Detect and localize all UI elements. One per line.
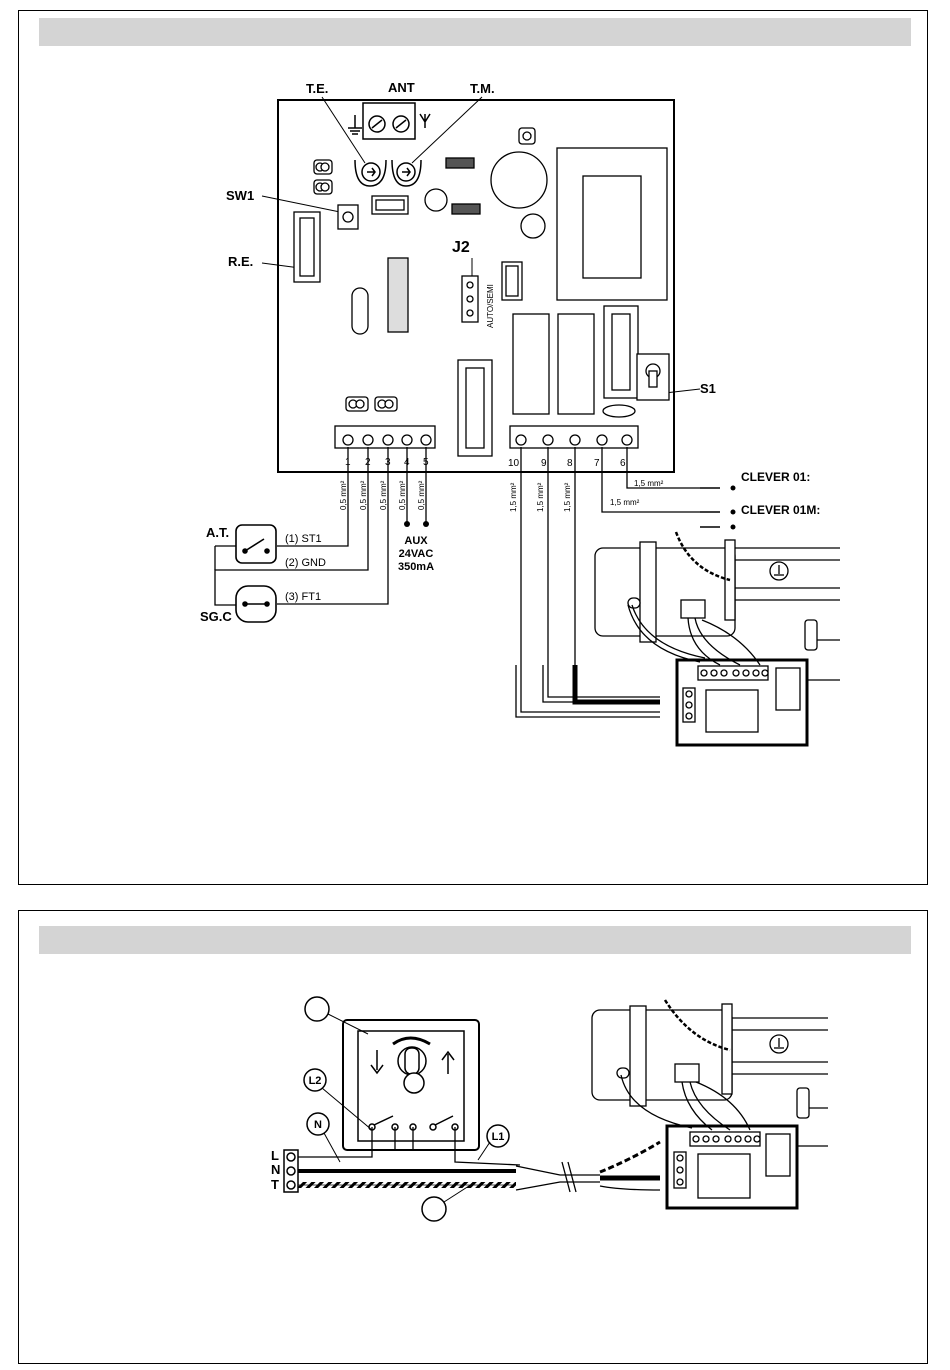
- terminal-10: 10: [508, 458, 520, 469]
- sgc-label: SG.C: [200, 609, 232, 624]
- sw1-label: SW1: [226, 188, 254, 203]
- terminal-block-right: [510, 426, 638, 448]
- clever-extra-dot: [731, 525, 736, 530]
- at-pushbutton: [236, 525, 276, 563]
- terminal-l-label: L: [271, 1148, 279, 1163]
- terminal-n-label: N: [271, 1162, 280, 1177]
- clever-dashes: [700, 488, 720, 527]
- terminal-8: 8: [567, 458, 573, 469]
- aux-line-1: AUX: [404, 535, 428, 547]
- at-label: A.T.: [206, 525, 229, 540]
- ant-label: ANT: [388, 80, 415, 95]
- j2-label: J2: [452, 239, 470, 256]
- callout-circle-bottom: [422, 1197, 446, 1221]
- terminal-7: 7: [594, 458, 600, 469]
- clever01-dot: [731, 486, 736, 491]
- terminal-6: 6: [620, 458, 626, 469]
- tm-label: T.M.: [470, 81, 495, 96]
- wire-section-9: 1,5 mm²: [536, 482, 545, 512]
- lnt-terminal: [284, 1150, 298, 1192]
- aux-terminal-dot-5: [423, 521, 429, 527]
- wire-7-section: 1,5 mm²: [610, 498, 640, 507]
- signal-ft1: (3) FT1: [285, 591, 321, 603]
- sgc-safety-edge: [236, 586, 276, 622]
- wire-section-10: 1,5 mm²: [509, 482, 518, 512]
- wire-section-1: 0,5 mm²: [339, 480, 348, 510]
- key-switch-box: [343, 1020, 479, 1150]
- clever01m-dot: [731, 510, 736, 515]
- j2-auto-semi-text: AUTO/SEMI: [486, 284, 495, 328]
- clever01-label: CLEVER 01:: [741, 470, 810, 484]
- te-label: T.E.: [306, 81, 328, 96]
- wire-6-section: 1,5 mm²: [634, 479, 664, 488]
- aux-terminal-dot-4: [404, 521, 410, 527]
- terminal-block-left: [335, 426, 435, 448]
- s1-label: S1: [700, 381, 716, 396]
- l2-label: L2: [309, 1075, 322, 1087]
- left-wire-sections: 0,5 mm² 0,5 mm² 0,5 mm² 0,5 mm² 0,5 mm²: [339, 480, 426, 510]
- aux-line-3: 350mA: [398, 561, 434, 573]
- wire-section-3: 0,5 mm²: [379, 480, 388, 510]
- wire-section-2: 0,5 mm²: [359, 480, 368, 510]
- re-label: R.E.: [228, 254, 253, 269]
- right-wire-sections: 1,5 mm² 1,5 mm² 1,5 mm²: [509, 482, 572, 512]
- clever01m-label: CLEVER 01M:: [741, 503, 820, 517]
- aux-label: AUX 24VAC 350mA: [398, 535, 434, 573]
- terminal-9: 9: [541, 458, 547, 469]
- signal-st1: (1) ST1: [285, 533, 322, 545]
- signal-gnd: (2) GND: [285, 557, 326, 569]
- n-callout-label: N: [314, 1119, 322, 1131]
- wire-section-8: 1,5 mm²: [563, 482, 572, 512]
- callout-circle-top: [305, 997, 329, 1021]
- wire-section-5: 0,5 mm²: [417, 480, 426, 510]
- l1-label: L1: [492, 1131, 505, 1143]
- terminal-t-label: T: [271, 1177, 279, 1192]
- aux-line-2: 24VAC: [399, 548, 434, 560]
- wire-section-4: 0,5 mm²: [398, 480, 407, 510]
- motor-illustration: [595, 532, 840, 745]
